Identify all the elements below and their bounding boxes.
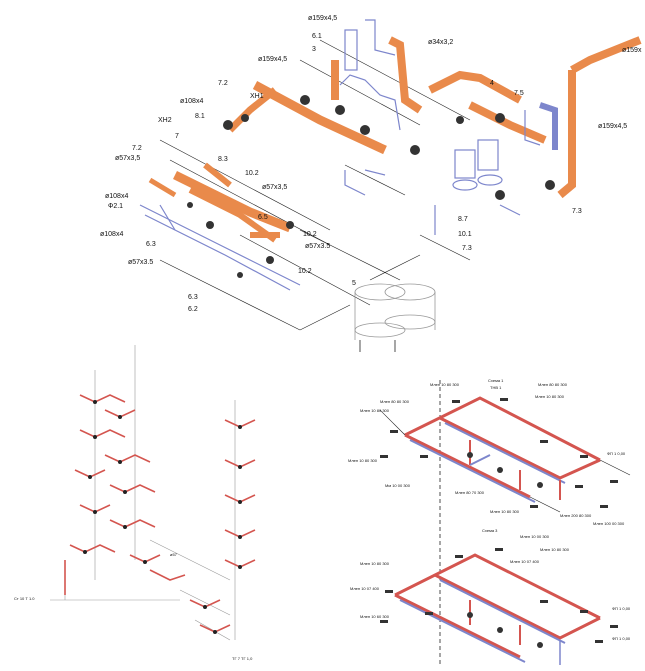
scheme-1 bbox=[379, 396, 631, 513]
orange-pipelines bbox=[148, 36, 642, 243]
label: ø57x3,5 bbox=[115, 155, 140, 162]
label: ø57x3.5 bbox=[305, 243, 330, 250]
label: Млен 10 07 400 bbox=[350, 586, 380, 591]
label: Млен 100 00 300 bbox=[593, 521, 625, 526]
label: Ст 10 Т 1.0 bbox=[14, 596, 35, 601]
label: Млен 10 00 300 bbox=[520, 534, 550, 539]
valves bbox=[187, 95, 555, 278]
label: Млен 80 80 300 bbox=[538, 382, 568, 387]
label: 7.2 bbox=[218, 80, 228, 87]
scheme-1-valves bbox=[380, 398, 618, 508]
label: 5 bbox=[352, 280, 356, 287]
label: Млен 80 80 300 bbox=[380, 399, 410, 404]
label: ФП 1 0,00 bbox=[612, 636, 631, 641]
label: Млен 80 70 300 bbox=[455, 490, 485, 495]
label: ТГ 7 ТГ 1,0 bbox=[232, 656, 253, 661]
label: 7.2 bbox=[132, 145, 142, 152]
label: ø108x4 bbox=[105, 193, 128, 200]
label: Млен 200 80 300 bbox=[560, 513, 592, 518]
tank-5 bbox=[354, 283, 436, 352]
label: ФП 1 0,00 bbox=[612, 606, 631, 611]
label: 8.7 bbox=[458, 216, 468, 223]
label: Млен 10 80 300 bbox=[360, 408, 390, 413]
label: 7 bbox=[175, 133, 179, 140]
scheme-3-valves bbox=[380, 548, 618, 648]
label: ФП 1 0,00 bbox=[607, 451, 626, 456]
label: Ф2.1 bbox=[108, 203, 123, 210]
label: Млен 10 80 300 bbox=[430, 382, 460, 387]
label: 6.2 bbox=[188, 306, 198, 313]
label: ø108x4 bbox=[100, 231, 123, 238]
label: Млен 10 80 300 bbox=[540, 547, 570, 552]
label: ø159x4,5 bbox=[598, 123, 627, 130]
riser-fittings bbox=[83, 400, 242, 634]
blue-pipelines bbox=[139, 19, 558, 291]
label: Схема 1 bbox=[488, 378, 504, 383]
label: Млен 10 07 400 bbox=[510, 559, 540, 564]
schema-labels: Схема 1 ТНВ 1 Млен 10 80 300 Млен 80 80 … bbox=[348, 378, 631, 641]
label: ø34x3,2 bbox=[428, 39, 453, 46]
label: ø159x bbox=[622, 47, 642, 54]
label: 6.3 bbox=[188, 294, 198, 301]
label: 6.1 bbox=[312, 33, 322, 40]
guide-lines bbox=[159, 39, 471, 331]
label: 7.3 bbox=[462, 245, 472, 252]
label: ø57 bbox=[170, 552, 178, 557]
label: Млен 10 80 300 bbox=[535, 394, 565, 399]
top-isometric-panel: ø159x4,5 6.1 3 ø159x4,5 ø34x3,2 ø159x ХН… bbox=[100, 15, 642, 352]
bottom-right-schema-panel: Схема 1 ТНВ 1 Млен 10 80 300 Млен 80 80 … bbox=[348, 378, 631, 665]
riser-labels: ø57 Ст 10 Т 1.0 ТГ 7 ТГ 1,0 bbox=[14, 552, 253, 661]
label: Млен 10 80 300 bbox=[360, 561, 390, 566]
label: Мм 10 00 300 bbox=[385, 483, 411, 488]
label: 8.1 bbox=[195, 113, 205, 120]
bottom-left-riser-panel: ø57 Ст 10 Т 1.0 ТГ 7 ТГ 1,0 bbox=[14, 345, 256, 661]
label: 10.1 bbox=[458, 231, 472, 238]
label: ТНВ 1 bbox=[490, 385, 502, 390]
label: ХН2 bbox=[158, 117, 172, 124]
label: ø57x3,5 bbox=[262, 184, 287, 191]
label: 7.5 bbox=[514, 90, 524, 97]
label: Схема 3 bbox=[482, 528, 498, 533]
label: 8.3 bbox=[218, 156, 228, 163]
label: 4 bbox=[490, 80, 494, 87]
label: 10.2 bbox=[303, 231, 317, 238]
label: 7.3 bbox=[572, 208, 582, 215]
label: Млен 10 80 300 bbox=[490, 509, 520, 514]
riser-lines bbox=[50, 345, 236, 641]
label: Млен 10 60 300 bbox=[360, 614, 390, 619]
label: ø108x4 bbox=[180, 98, 203, 105]
label: 3 bbox=[312, 46, 316, 53]
label: ø57x3.5 bbox=[128, 259, 153, 266]
label: 6.3 bbox=[146, 241, 156, 248]
label: 10.2 bbox=[298, 268, 312, 275]
label: 10.2 bbox=[245, 170, 259, 177]
top-labels: ø159x4,5 6.1 3 ø159x4,5 ø34x3,2 ø159x ХН… bbox=[100, 15, 642, 313]
label: ХН1 bbox=[250, 93, 264, 100]
riser-branches bbox=[64, 394, 256, 633]
label: ø159x4,5 bbox=[308, 15, 337, 22]
label: 6.5 bbox=[258, 214, 268, 221]
scheme-3 bbox=[380, 548, 618, 665]
label: Млен 10 80 300 bbox=[348, 458, 378, 463]
label: ø159x4,5 bbox=[258, 56, 287, 63]
